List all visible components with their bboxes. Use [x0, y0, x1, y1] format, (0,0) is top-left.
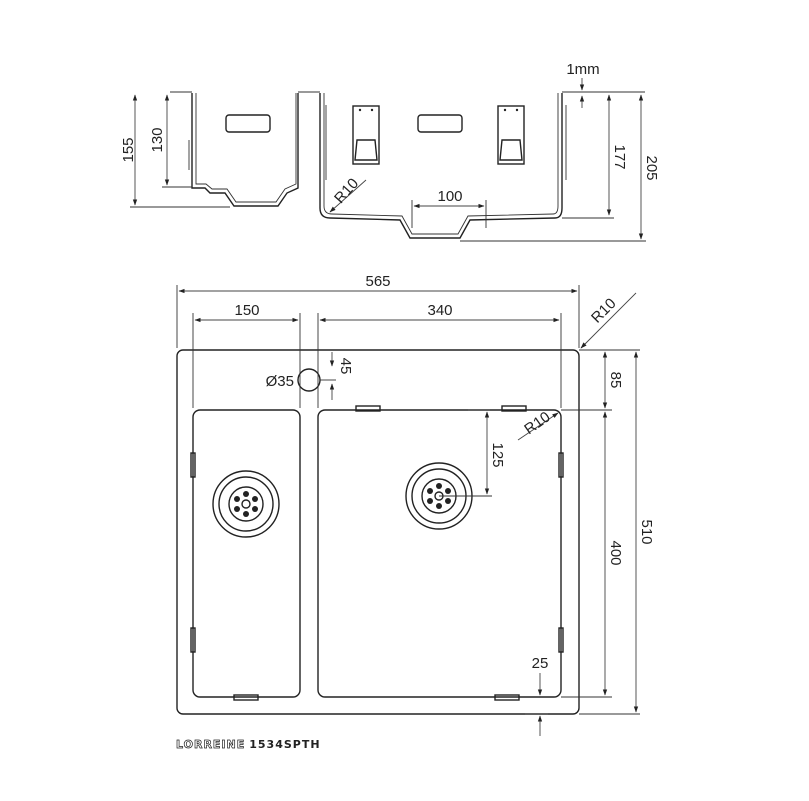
- dim-565: 565: [365, 273, 390, 290]
- dim-r10-inner: R10: [521, 408, 553, 438]
- dim-205: 205: [643, 155, 660, 180]
- dim-130: 130: [149, 127, 166, 152]
- dim-1mm: 1mm: [566, 61, 599, 78]
- side-view: 155 130 R10 100 1mm 177 205: [120, 61, 660, 242]
- dim-85: 85: [607, 372, 624, 389]
- large-bowl: [317, 409, 562, 698]
- overflow-slot: [417, 114, 463, 133]
- drain-strainer: [212, 470, 280, 538]
- tap-hole: [297, 368, 321, 392]
- mounting-bracket: [352, 105, 380, 165]
- dim-155: 155: [120, 137, 137, 162]
- model-number: 1534SPTH: [249, 738, 321, 751]
- dim-510: 510: [638, 519, 655, 544]
- dim-100: 100: [437, 188, 462, 205]
- dim-r10-outer: R10: [588, 295, 619, 326]
- dim-tap-hole-diameter: Ø35: [266, 373, 294, 390]
- brand-logo: LORREINE: [176, 738, 246, 752]
- small-bowl: [192, 409, 301, 698]
- dim-125: 125: [489, 442, 506, 467]
- plan-view: Ø35 45 565 150 340 R10 R10 125: [176, 273, 655, 736]
- sink-outline: [176, 349, 580, 715]
- large-bowl-section: [319, 93, 563, 239]
- dim-150: 150: [234, 302, 259, 319]
- dim-177: 177: [611, 144, 628, 169]
- dim-25: 25: [532, 655, 549, 672]
- small-bowl-section: [191, 93, 299, 207]
- dim-400: 400: [607, 540, 624, 565]
- dim-45: 45: [337, 358, 354, 375]
- dim-340: 340: [427, 302, 452, 319]
- mounting-bracket: [497, 105, 525, 165]
- overflow-slot: [225, 114, 271, 133]
- dim-r10-side: R10: [331, 175, 362, 207]
